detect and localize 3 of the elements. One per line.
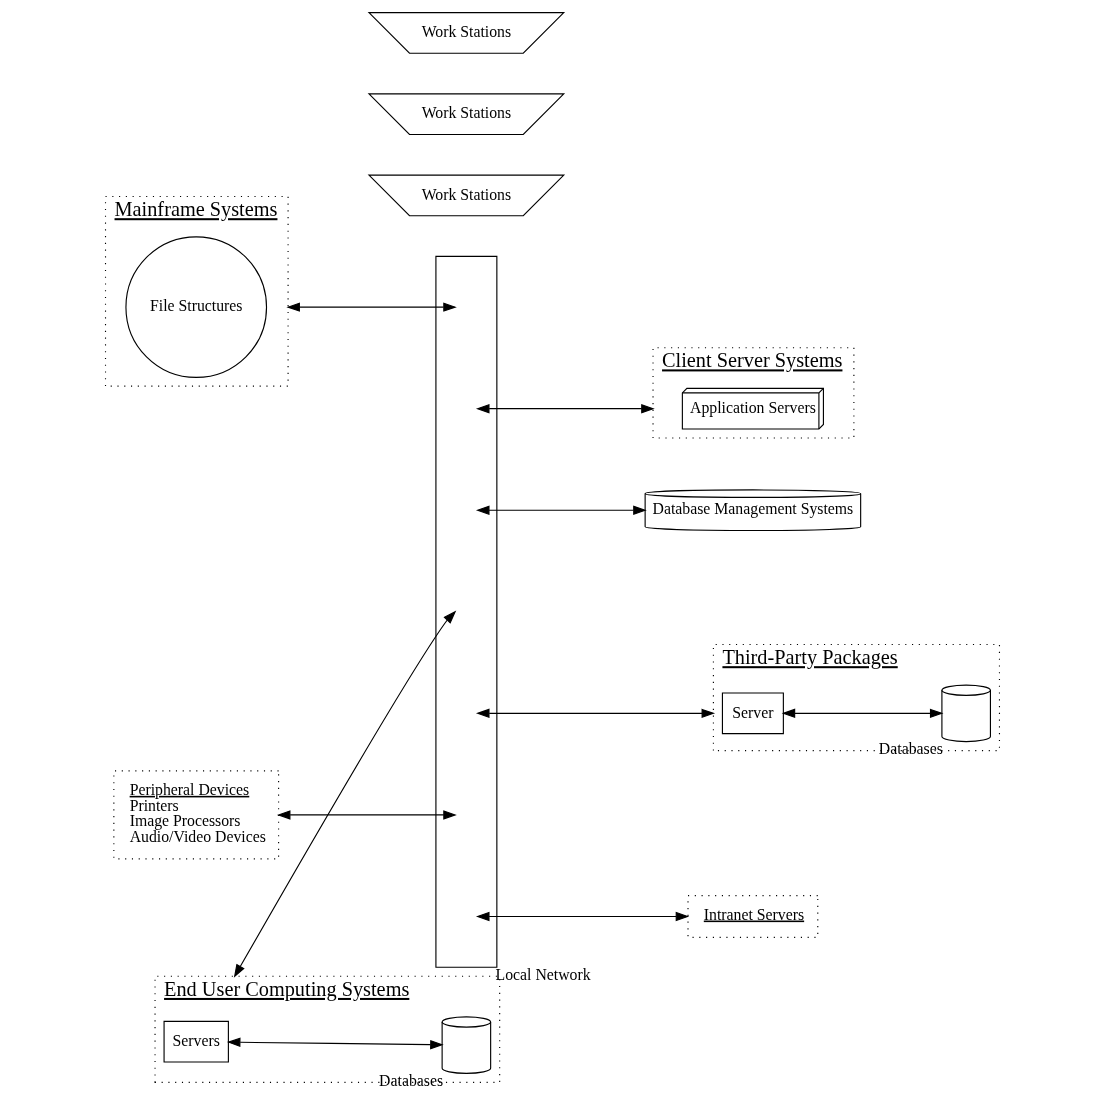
node-label: Databases bbox=[878, 740, 943, 758]
node-label: Databases bbox=[379, 1071, 444, 1089]
node-label: Local Network bbox=[495, 965, 591, 983]
